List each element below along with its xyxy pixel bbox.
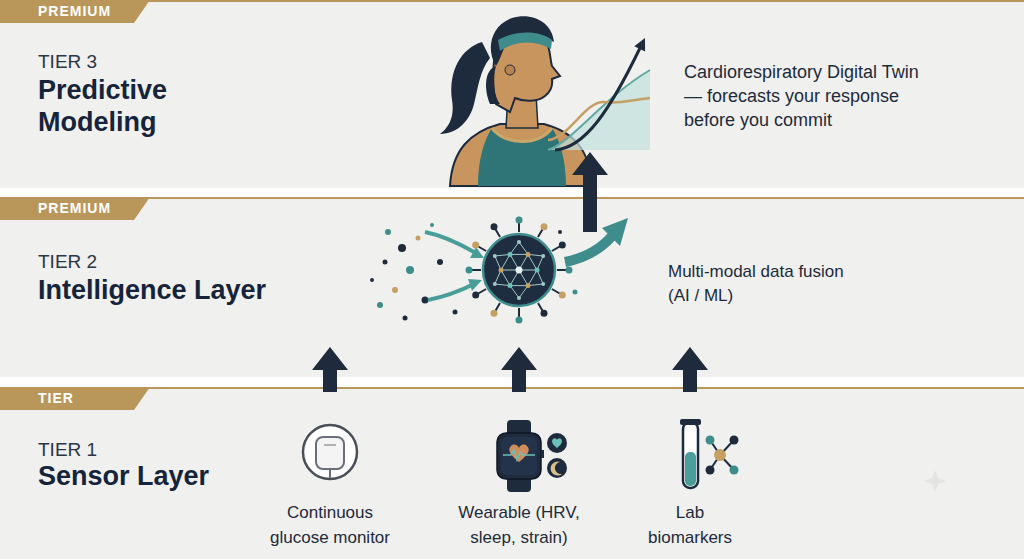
description-text: Multi-modal data fusion (AI / ML) [668,260,863,308]
tier-number: TIER 1 [38,438,97,462]
sensor-node: Continuous glucose monitor [255,392,405,554]
tier-number: TIER 2 [38,250,97,274]
sensor-node: Wearable (HRV, sleep, strain) [439,392,599,554]
tier-tab: TIER [0,387,150,410]
tier-tab: PREMIUM [0,0,150,23]
sensor-label: Lab biomarkers [640,500,740,550]
sensor-label: Continuous glucose monitor [260,500,400,550]
sensor-label: Wearable (HRV, sleep, strain) [439,500,599,550]
description-text: Cardiorespiratory Digital Twin — forecas… [684,60,934,132]
tier-heading: Predictive Modeling [38,74,248,138]
tier-number: TIER 3 [38,50,97,74]
tier-heading: Intelligence Layer [38,274,308,306]
sensor-node: Lab biomarkers [615,392,765,554]
tier-band: TIER TIER 1Sensor LayerContinuous glucose… [0,387,1024,559]
process-node: Multi-modal data fusion (AI / ML) [300,232,880,347]
tier-heading: Sensor Layer [38,460,248,492]
tier-band: PREMIUM TIER 2Intelligence Layer Multi-mod… [0,197,1024,377]
tier-tab: PREMIUM [0,197,150,220]
output-node: Cardiorespiratory Digital Twin — forecas… [430,8,960,152]
tier-band: PREMIUM TIER 3Predictive Modeling Cardiore… [0,0,1024,188]
